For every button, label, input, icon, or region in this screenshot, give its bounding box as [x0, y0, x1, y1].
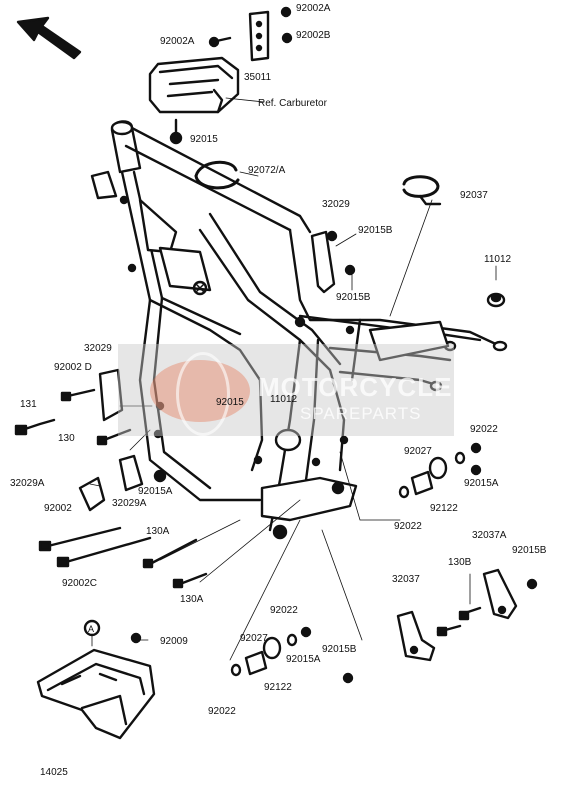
part-label: 92015A	[286, 654, 321, 665]
bracket-32029-top	[310, 230, 336, 294]
callout-letter: A	[88, 624, 94, 634]
part-label: 92002B	[296, 30, 331, 41]
part-label: 92015B	[336, 292, 371, 303]
bracket-32029A-b	[118, 454, 144, 492]
part-label: 92002	[44, 503, 72, 514]
part-label: 131	[20, 399, 37, 410]
grommet-11012-mid	[274, 428, 302, 452]
part-label: 92072/A	[248, 165, 286, 176]
part-label: 32037	[392, 574, 420, 585]
bracket-32029-left	[98, 368, 124, 422]
part-label: 92037	[460, 190, 488, 201]
part-label: 32029	[84, 343, 112, 354]
part-label: 92027	[404, 446, 432, 457]
part-label: 35011	[244, 72, 272, 83]
part-label: 92022	[208, 706, 236, 717]
part-label: 92022	[470, 424, 498, 435]
part-label: 92015A	[138, 486, 173, 497]
bolt-92002	[46, 526, 122, 548]
part-label: 32029A	[10, 478, 45, 489]
watermark-band	[118, 344, 454, 436]
part-label: 92122	[264, 682, 292, 693]
part-label: 92022	[270, 605, 298, 616]
part-label: 32029A	[112, 498, 147, 509]
part-label: 32037A	[472, 530, 507, 541]
reference-label: Ref. Carburetor	[258, 98, 327, 109]
part-label: 130B	[448, 557, 472, 568]
part-label: 92122	[430, 503, 458, 514]
part-label: 11012	[484, 254, 512, 265]
part-label: 92027	[240, 633, 268, 644]
part-label: 92015	[190, 134, 218, 145]
bracket-32037A	[482, 568, 518, 620]
part-label: 92015B	[358, 225, 393, 236]
part-label: 92002C	[62, 578, 98, 589]
clamp-92037	[402, 175, 440, 198]
bracket-32029A-a	[78, 476, 106, 512]
part-label: 92009	[160, 636, 188, 647]
part-label: 32029	[322, 199, 350, 210]
direction-arrow-icon	[16, 16, 82, 60]
part-label: 130	[58, 433, 75, 444]
watermark-logo-ring	[176, 352, 230, 436]
part-label: 92002A	[160, 36, 195, 47]
part-label: 14025	[40, 767, 68, 778]
part-label: 92015A	[464, 478, 499, 489]
bolt-92002C	[64, 536, 152, 564]
part-label: 92015	[216, 397, 244, 408]
bracket-32037	[396, 610, 436, 662]
part-label: 92002 D	[54, 362, 92, 373]
part-label: 92015B	[512, 545, 547, 556]
watermark-line1: MOTORCYCLE	[258, 372, 453, 402]
part-label: 92015B	[322, 644, 357, 655]
part-label: 92022	[394, 521, 422, 532]
part-label: 130A	[180, 594, 204, 605]
carburetor-cover	[148, 56, 240, 114]
part-label: 130A	[146, 526, 170, 537]
skid-plate-14025	[36, 648, 156, 740]
part-label: 92002A	[296, 3, 331, 14]
part-label: 11012	[270, 394, 298, 405]
watermark-line2: SPAREPARTS	[300, 404, 422, 423]
